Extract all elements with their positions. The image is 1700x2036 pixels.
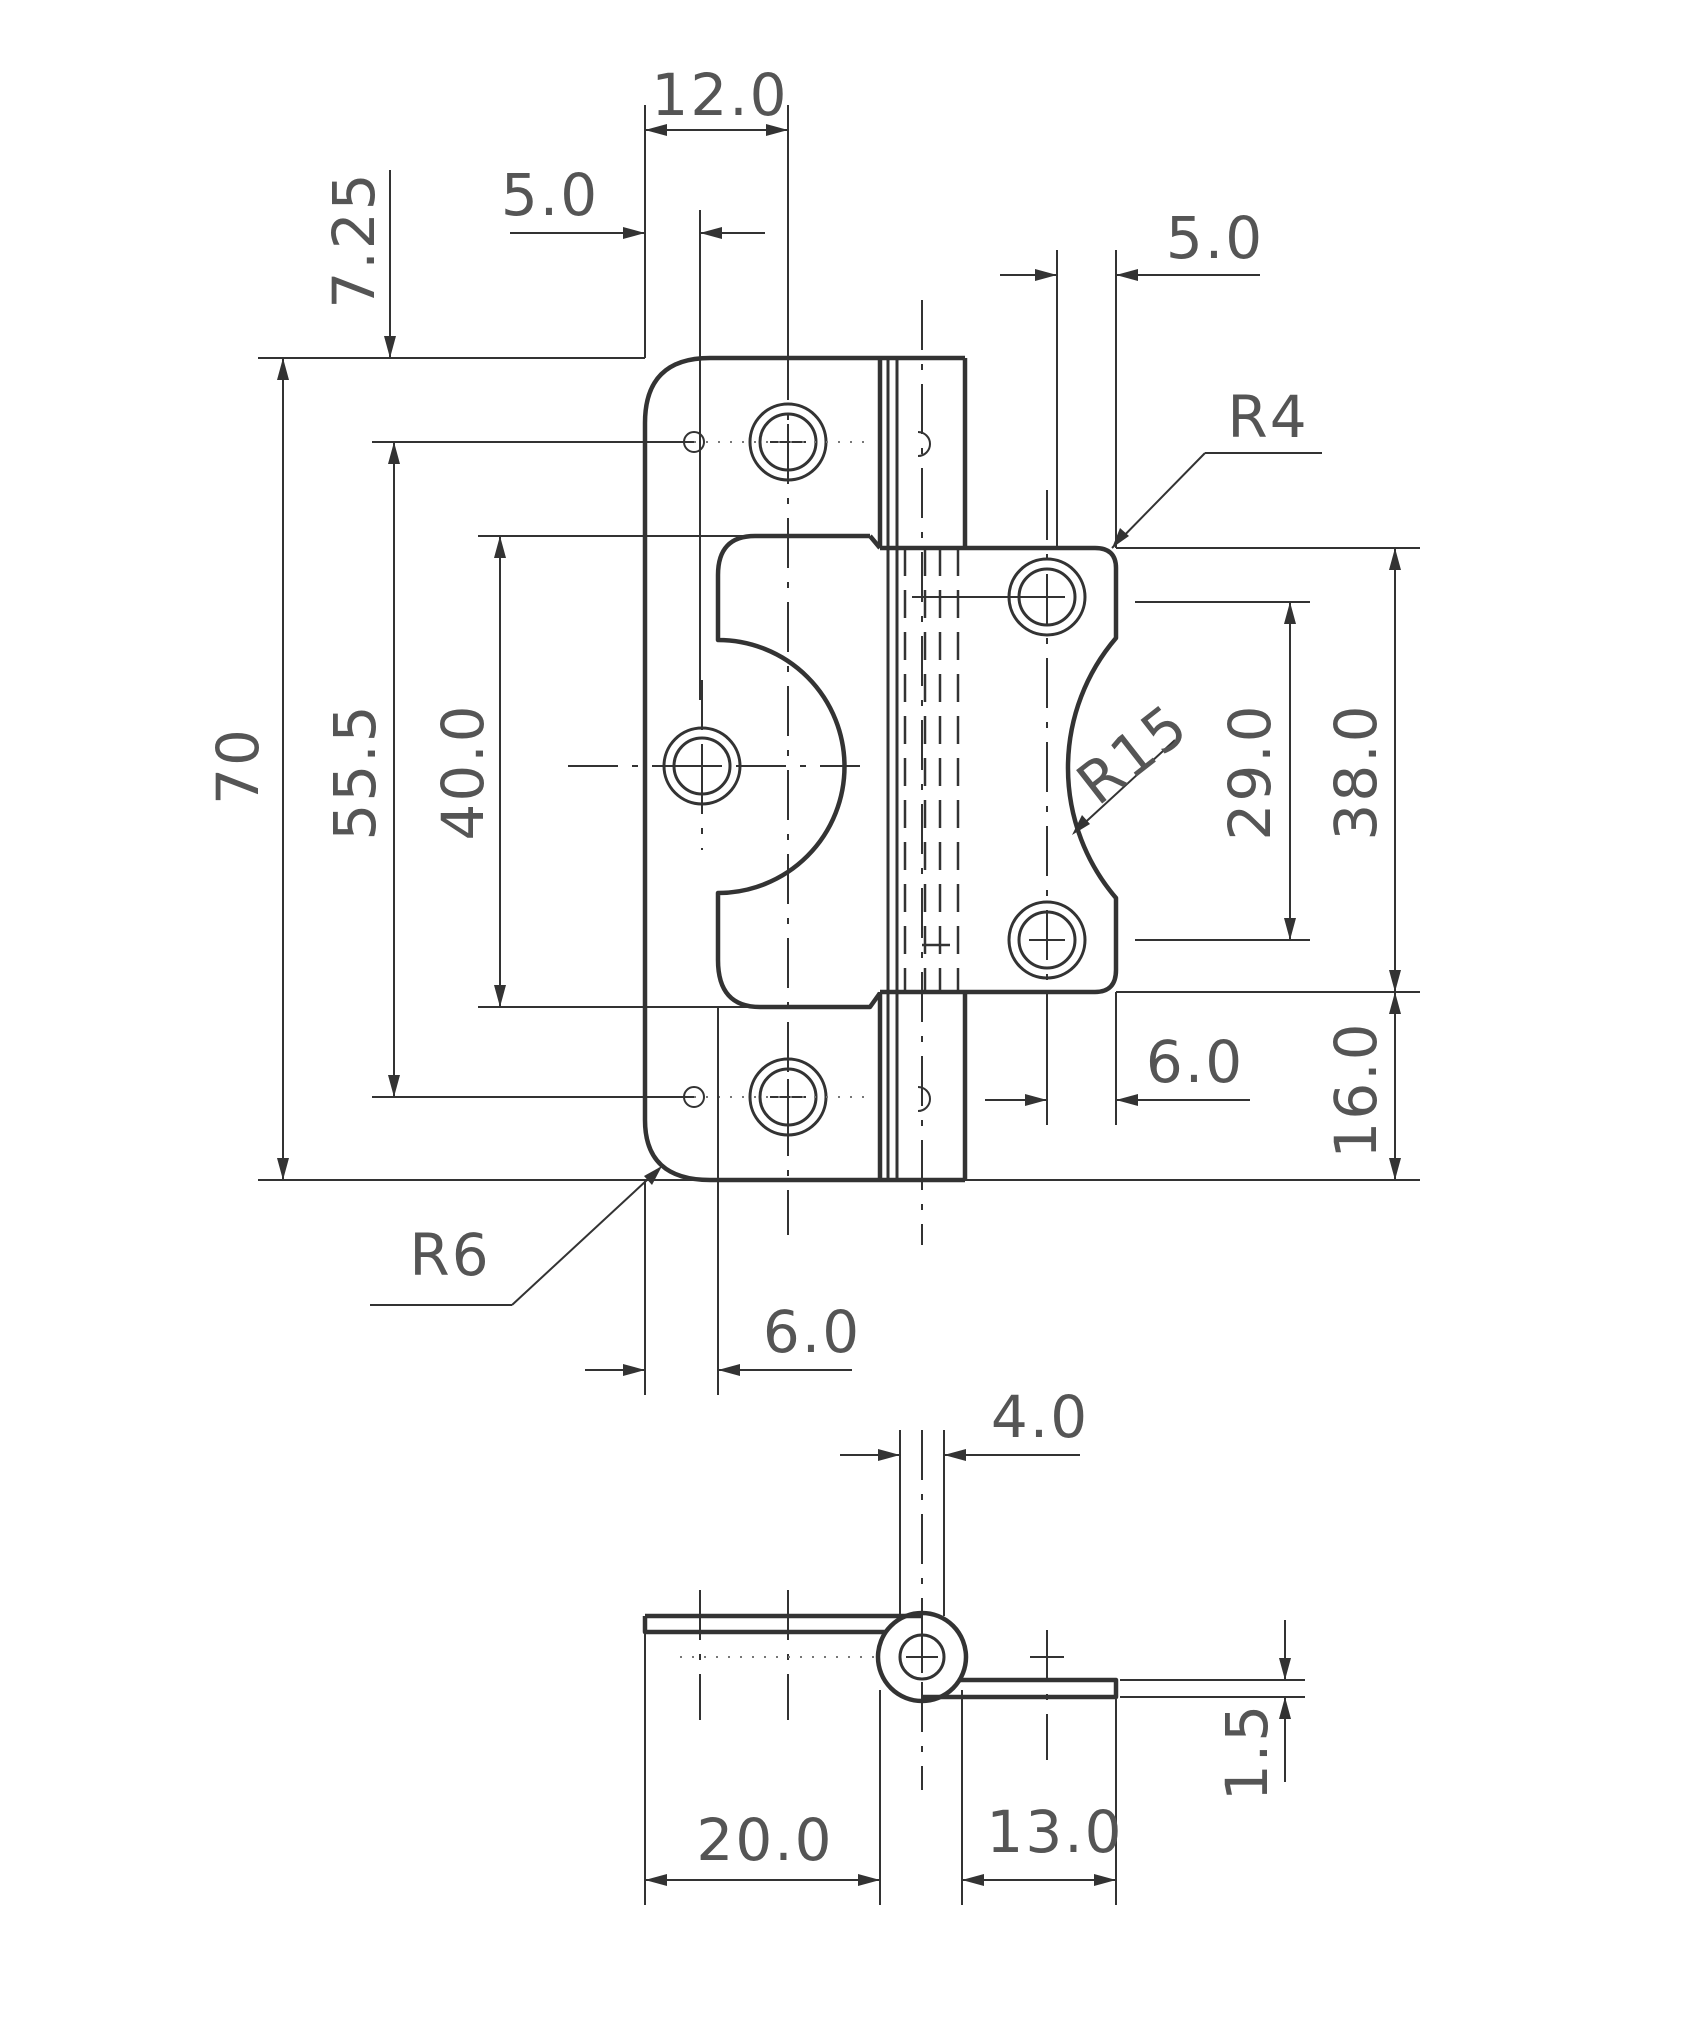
dim-right-leaf-width: 13.0 <box>986 1798 1123 1866</box>
side-view: 4.0 1.5 20.0 13.0 <box>642 1383 1305 1905</box>
right-leaf-outline <box>880 545 1119 995</box>
dim-corner-radius-large: R6 <box>409 1221 490 1289</box>
dim-arc-radius: R15 <box>1064 690 1201 818</box>
dim-right-offset: 5.0 <box>1166 204 1264 272</box>
dim-cutout-height: 40.0 <box>429 703 497 840</box>
dim-bottom-offset: 16.0 <box>1322 1021 1390 1158</box>
dim-corner-radius-small: R4 <box>1227 383 1308 451</box>
side-dimension-labels: 4.0 1.5 20.0 13.0 <box>696 1383 1281 1874</box>
dim-overall-height: 70 <box>204 727 272 805</box>
dim-top-margin: 7.25 <box>320 171 388 308</box>
dimension-lines <box>258 105 1420 1395</box>
dim-knuckle-width: 4.0 <box>991 1383 1089 1451</box>
dim-thickness: 1.5 <box>1213 1703 1281 1801</box>
dim-left-leaf-width: 20.0 <box>696 1806 833 1874</box>
front-view: 12.0 5.0 7.25 5.0 R4 70 55.5 40.0 R15 29… <box>204 61 1420 1395</box>
dimension-labels: 12.0 5.0 7.25 5.0 R4 70 55.5 40.0 R15 29… <box>204 61 1390 1366</box>
dim-inner-hole-spacing: 29.0 <box>1216 703 1284 840</box>
side-right-leaf <box>922 1677 1119 1700</box>
side-left-leaf <box>642 1613 922 1635</box>
leaf-cutout-outline <box>715 533 882 1010</box>
dim-outer-hole-spacing: 55.5 <box>321 703 389 840</box>
dim-right-hole-offset: 6.0 <box>1146 1028 1244 1096</box>
dim-top-width: 12.0 <box>651 61 788 129</box>
side-dimension-lines <box>644 1430 1305 1905</box>
left-leaf-outline <box>642 355 880 1183</box>
dim-leaf-height: 38.0 <box>1322 703 1390 840</box>
dim-left-offset: 5.0 <box>501 161 599 229</box>
knuckle-outline <box>877 355 968 1183</box>
dim-left-hole-offset: 6.0 <box>763 1298 861 1366</box>
pin-hidden-lines <box>903 548 960 992</box>
